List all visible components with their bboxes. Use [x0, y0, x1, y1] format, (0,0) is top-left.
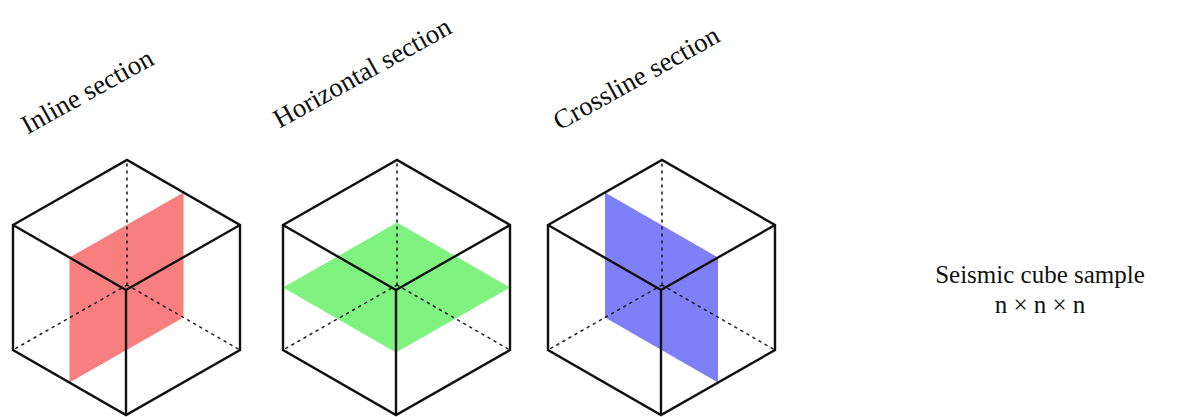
cube-outline	[283, 160, 510, 415]
front-edge	[660, 290, 662, 415]
section-title: Horizontal section	[269, 13, 456, 133]
hidden-edge	[548, 285, 662, 350]
front-edge	[548, 225, 661, 290]
hidden-edge	[661, 160, 663, 285]
front-edge	[661, 225, 775, 290]
hidden-edge	[396, 160, 398, 285]
cube-size: n × n × n	[995, 292, 1086, 317]
sample-caption: Seismic cube sample	[935, 262, 1145, 287]
hidden-edge	[397, 285, 510, 350]
cube-outline	[13, 160, 240, 415]
hidden-edge	[127, 285, 240, 350]
section-title: Inline section	[17, 44, 158, 139]
cube-outline	[548, 160, 775, 415]
seismic-cube	[283, 160, 510, 415]
seismic-cube	[548, 160, 775, 415]
section-title: Crossline section	[549, 22, 724, 135]
front-edge	[125, 290, 127, 415]
front-edge	[283, 225, 396, 290]
hidden-edge	[13, 285, 127, 350]
hidden-edge	[283, 285, 397, 350]
front-edge	[13, 225, 126, 290]
front-edge	[395, 290, 397, 415]
front-edge	[396, 225, 510, 290]
seismic-cube	[13, 160, 240, 415]
hidden-edge	[662, 285, 775, 350]
front-edge	[126, 225, 240, 290]
hidden-edge	[126, 160, 128, 285]
